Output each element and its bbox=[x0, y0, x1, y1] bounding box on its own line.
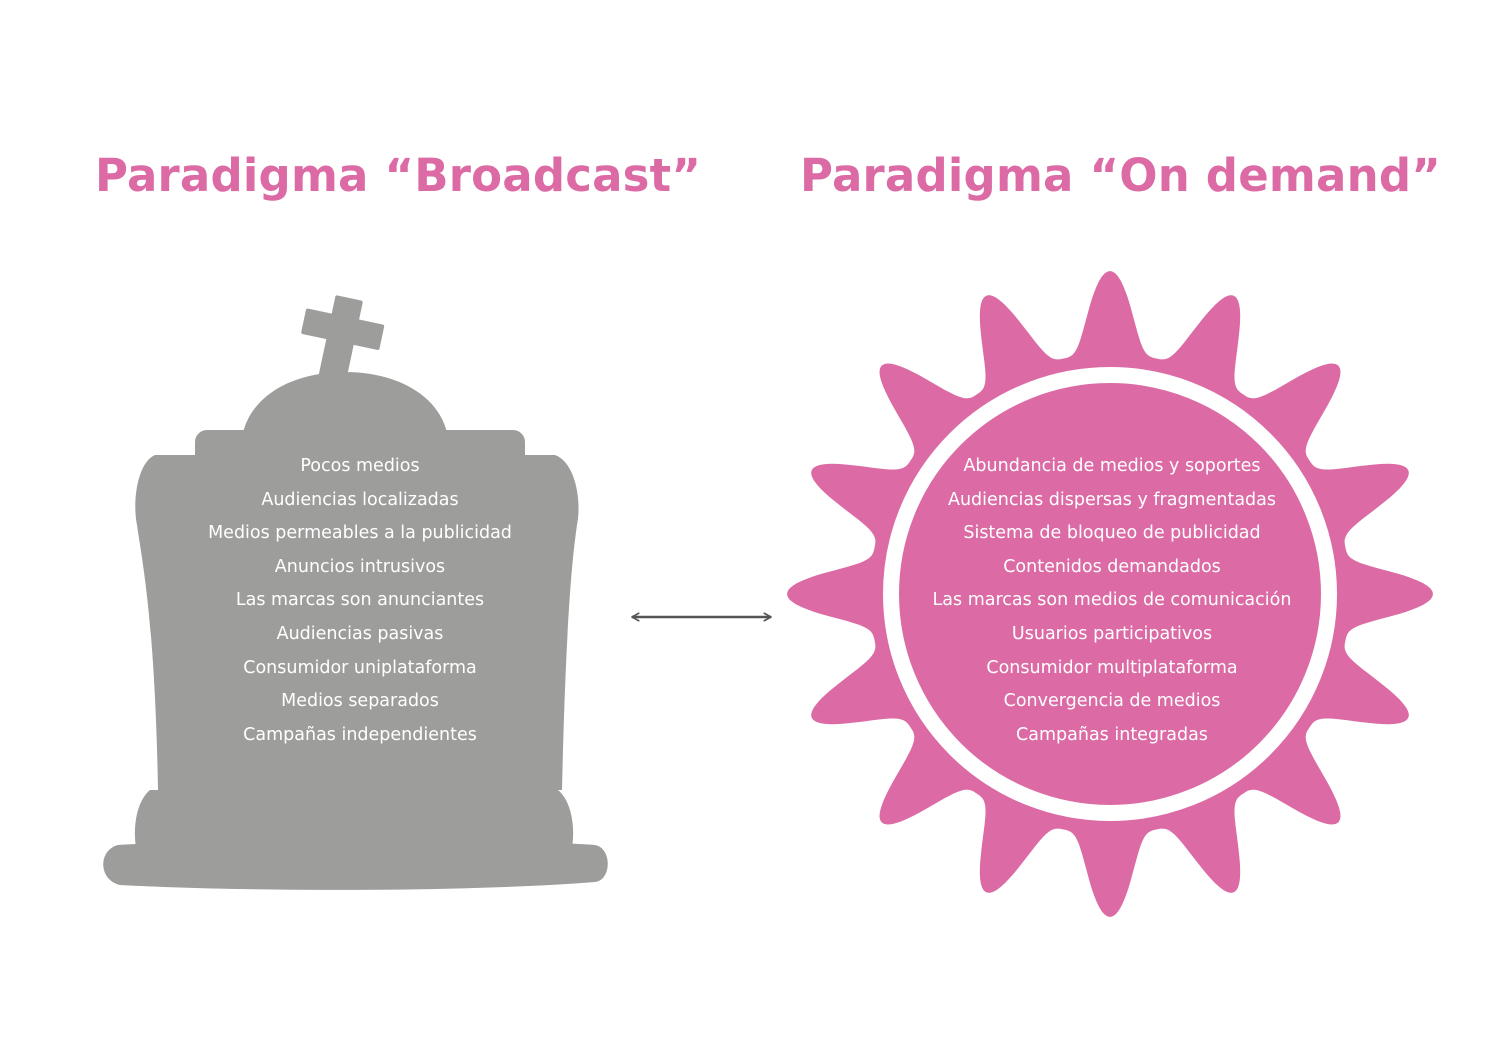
list-item: Campañas independientes bbox=[243, 724, 477, 745]
on-demand-title: Paradigma “On demand” bbox=[800, 149, 1442, 202]
list-item: Medios separados bbox=[281, 691, 439, 712]
list-item: Sistema de bloqueo de publicidad bbox=[963, 523, 1261, 544]
list-item: Medios permeables a la publicidad bbox=[208, 523, 512, 544]
list-item: Usuarios participativos bbox=[1011, 623, 1213, 644]
on-demand-list: Abundancia de medios y soportes Audienci… bbox=[892, 450, 1332, 752]
list-item: Pocos medios bbox=[300, 456, 420, 476]
broadcast-title: Paradigma “Broadcast” bbox=[95, 149, 702, 202]
list-item: Las marcas son medios de comunicación bbox=[932, 590, 1292, 611]
list-item: Consumidor multiplataforma bbox=[986, 657, 1238, 678]
list-item: Campañas integradas bbox=[1016, 724, 1208, 745]
list-item: Anuncios intrusivos bbox=[274, 556, 446, 577]
list-item: Audiencias pasivas bbox=[276, 623, 444, 644]
list-item: Audiencias localizadas bbox=[261, 489, 459, 510]
list-item: Contenidos demandados bbox=[1003, 556, 1221, 577]
tombstone-icon bbox=[103, 295, 608, 890]
broadcast-list: Pocos medios Audiencias localizadas Medi… bbox=[160, 450, 560, 752]
sun-ring bbox=[883, 367, 1337, 821]
list-item: Convergencia de medios bbox=[1003, 691, 1221, 712]
list-item: Abundancia de medios y soportes bbox=[963, 456, 1261, 476]
list-item: Audiencias dispersas y fragmentadas bbox=[947, 489, 1276, 510]
sun-badge-icon bbox=[787, 271, 1433, 917]
list-item: Las marcas son anunciantes bbox=[235, 590, 485, 611]
list-item: Consumidor uniplataforma bbox=[243, 657, 477, 678]
